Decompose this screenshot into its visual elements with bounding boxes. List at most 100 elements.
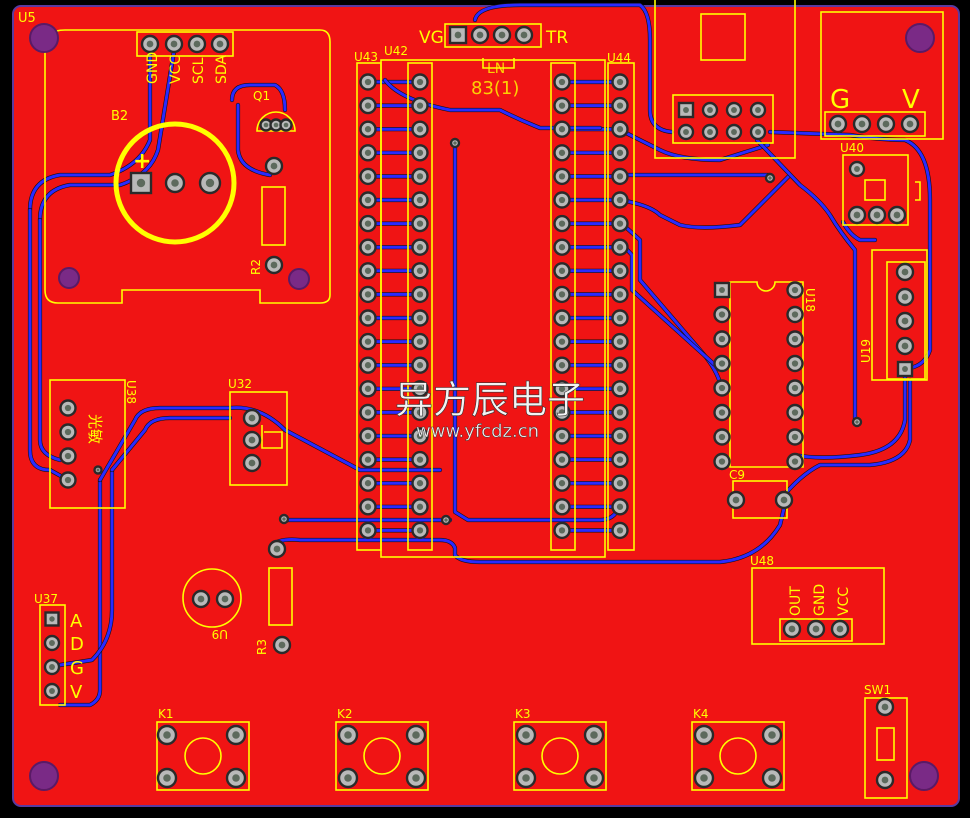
- u43-pin: [359, 214, 377, 233]
- label-u48-pin-2: GND: [812, 584, 828, 616]
- key-pin: [583, 767, 605, 789]
- u9-pin: [215, 589, 235, 609]
- u44-pin: [611, 380, 629, 398]
- c9-pin: [774, 490, 794, 510]
- u43-pin: [359, 144, 377, 162]
- u44-pin: [611, 309, 629, 327]
- u37-pin: [43, 634, 61, 652]
- u44-pin: [611, 521, 629, 540]
- u42-pin: [411, 521, 429, 540]
- header-pin: [492, 25, 512, 45]
- watermark-chinese: 异方辰电子: [395, 378, 585, 422]
- header-pin: [514, 25, 534, 45]
- label-u48-pin-1: OUT: [788, 586, 804, 616]
- trace: [28, 43, 152, 212]
- via: [93, 465, 103, 475]
- trace: [778, 378, 912, 502]
- via: [764, 172, 776, 184]
- u44-pin: [553, 285, 571, 304]
- u42-pin: [411, 380, 429, 398]
- u42-pin: [411, 498, 429, 516]
- u18-pin: [713, 305, 731, 324]
- u44-pin: [553, 191, 571, 209]
- u42-pin: [411, 73, 429, 91]
- u42-pin: [411, 474, 429, 492]
- u18-pin: [713, 428, 731, 446]
- key-pin: [405, 767, 427, 789]
- label-u48-pin-3: VCC: [836, 587, 852, 616]
- key-pin: [515, 724, 537, 746]
- u44-pin: [611, 120, 629, 138]
- pads: [43, 25, 920, 790]
- u44-pin: [553, 332, 571, 351]
- label-u44: U44: [607, 51, 631, 65]
- label-u37-v: V: [70, 682, 83, 703]
- mounting-hole: [29, 761, 59, 791]
- key-pin: [761, 767, 783, 789]
- label-u5-pin-2: VCC: [168, 55, 184, 84]
- u44-pin: [553, 238, 571, 256]
- label-u38-text: 光敏: [86, 414, 104, 444]
- trace: [236, 103, 272, 177]
- u32-pin: [242, 430, 262, 450]
- board-outline: [12, 5, 960, 807]
- label-vg: VG: [419, 28, 444, 48]
- label-c9: C9: [729, 468, 745, 482]
- via: [449, 137, 461, 149]
- connector-pin: [677, 123, 695, 141]
- label-u18: U18: [803, 288, 817, 312]
- u48-pin: [806, 619, 826, 639]
- key-pin: [337, 724, 359, 746]
- u19-pin: [895, 336, 915, 356]
- u18-pin: [786, 330, 804, 348]
- trace: [618, 173, 792, 229]
- gv-pin: [876, 114, 896, 134]
- trace: [38, 218, 62, 462]
- label-k4: K4: [693, 707, 709, 721]
- u43-pin: [359, 167, 377, 186]
- u48-pin: [830, 619, 850, 639]
- label-gv-g: G: [830, 85, 850, 115]
- u19-pin: [895, 287, 915, 307]
- u43-pin: [359, 73, 377, 91]
- u44-pin: [553, 214, 571, 233]
- u44-pin: [553, 450, 571, 469]
- u44-pin: [553, 380, 571, 398]
- u42-pin: [411, 262, 429, 280]
- u43-pin: [359, 380, 377, 398]
- trace: [58, 468, 114, 667]
- u44-pin: [611, 427, 629, 445]
- label-u37-g: G: [70, 658, 84, 679]
- r3-pin: [267, 539, 287, 559]
- u44-pin: [611, 498, 629, 516]
- label-gv-v: V: [902, 85, 920, 115]
- u18-pin: [713, 281, 731, 299]
- sw1-pin: [875, 697, 895, 717]
- connector-pin: [677, 101, 695, 119]
- u43-pin: [359, 498, 377, 516]
- r2-pin: [264, 255, 284, 275]
- u43-pin: [359, 427, 377, 445]
- label-u32: U32: [228, 377, 252, 391]
- u37-pin: [44, 611, 60, 627]
- u44-pin: [553, 474, 571, 492]
- u18-pin: [713, 354, 731, 373]
- u42-pin: [411, 356, 429, 374]
- u32-pin: [242, 408, 262, 428]
- label-r2: R2: [249, 259, 263, 275]
- connector-pin: [725, 123, 743, 141]
- u44-pin: [611, 403, 629, 422]
- u42-pin: [411, 403, 429, 422]
- label-b2: B2: [111, 109, 128, 124]
- u42-pin: [411, 191, 429, 209]
- u18-pin: [713, 379, 731, 397]
- u5-pin: [187, 34, 207, 54]
- u18-pin: [786, 354, 804, 373]
- label-u37: U37: [34, 592, 58, 606]
- labels: U5 GND VCC SCL SDA B2 + Q1 R2 VG TR U43 …: [18, 11, 920, 721]
- u43-pin: [359, 356, 377, 374]
- label-u5-pin-3: SCL: [191, 57, 207, 84]
- label-r3: R3: [255, 639, 269, 655]
- u42-pin: [411, 450, 429, 469]
- u44-pin: [611, 356, 629, 374]
